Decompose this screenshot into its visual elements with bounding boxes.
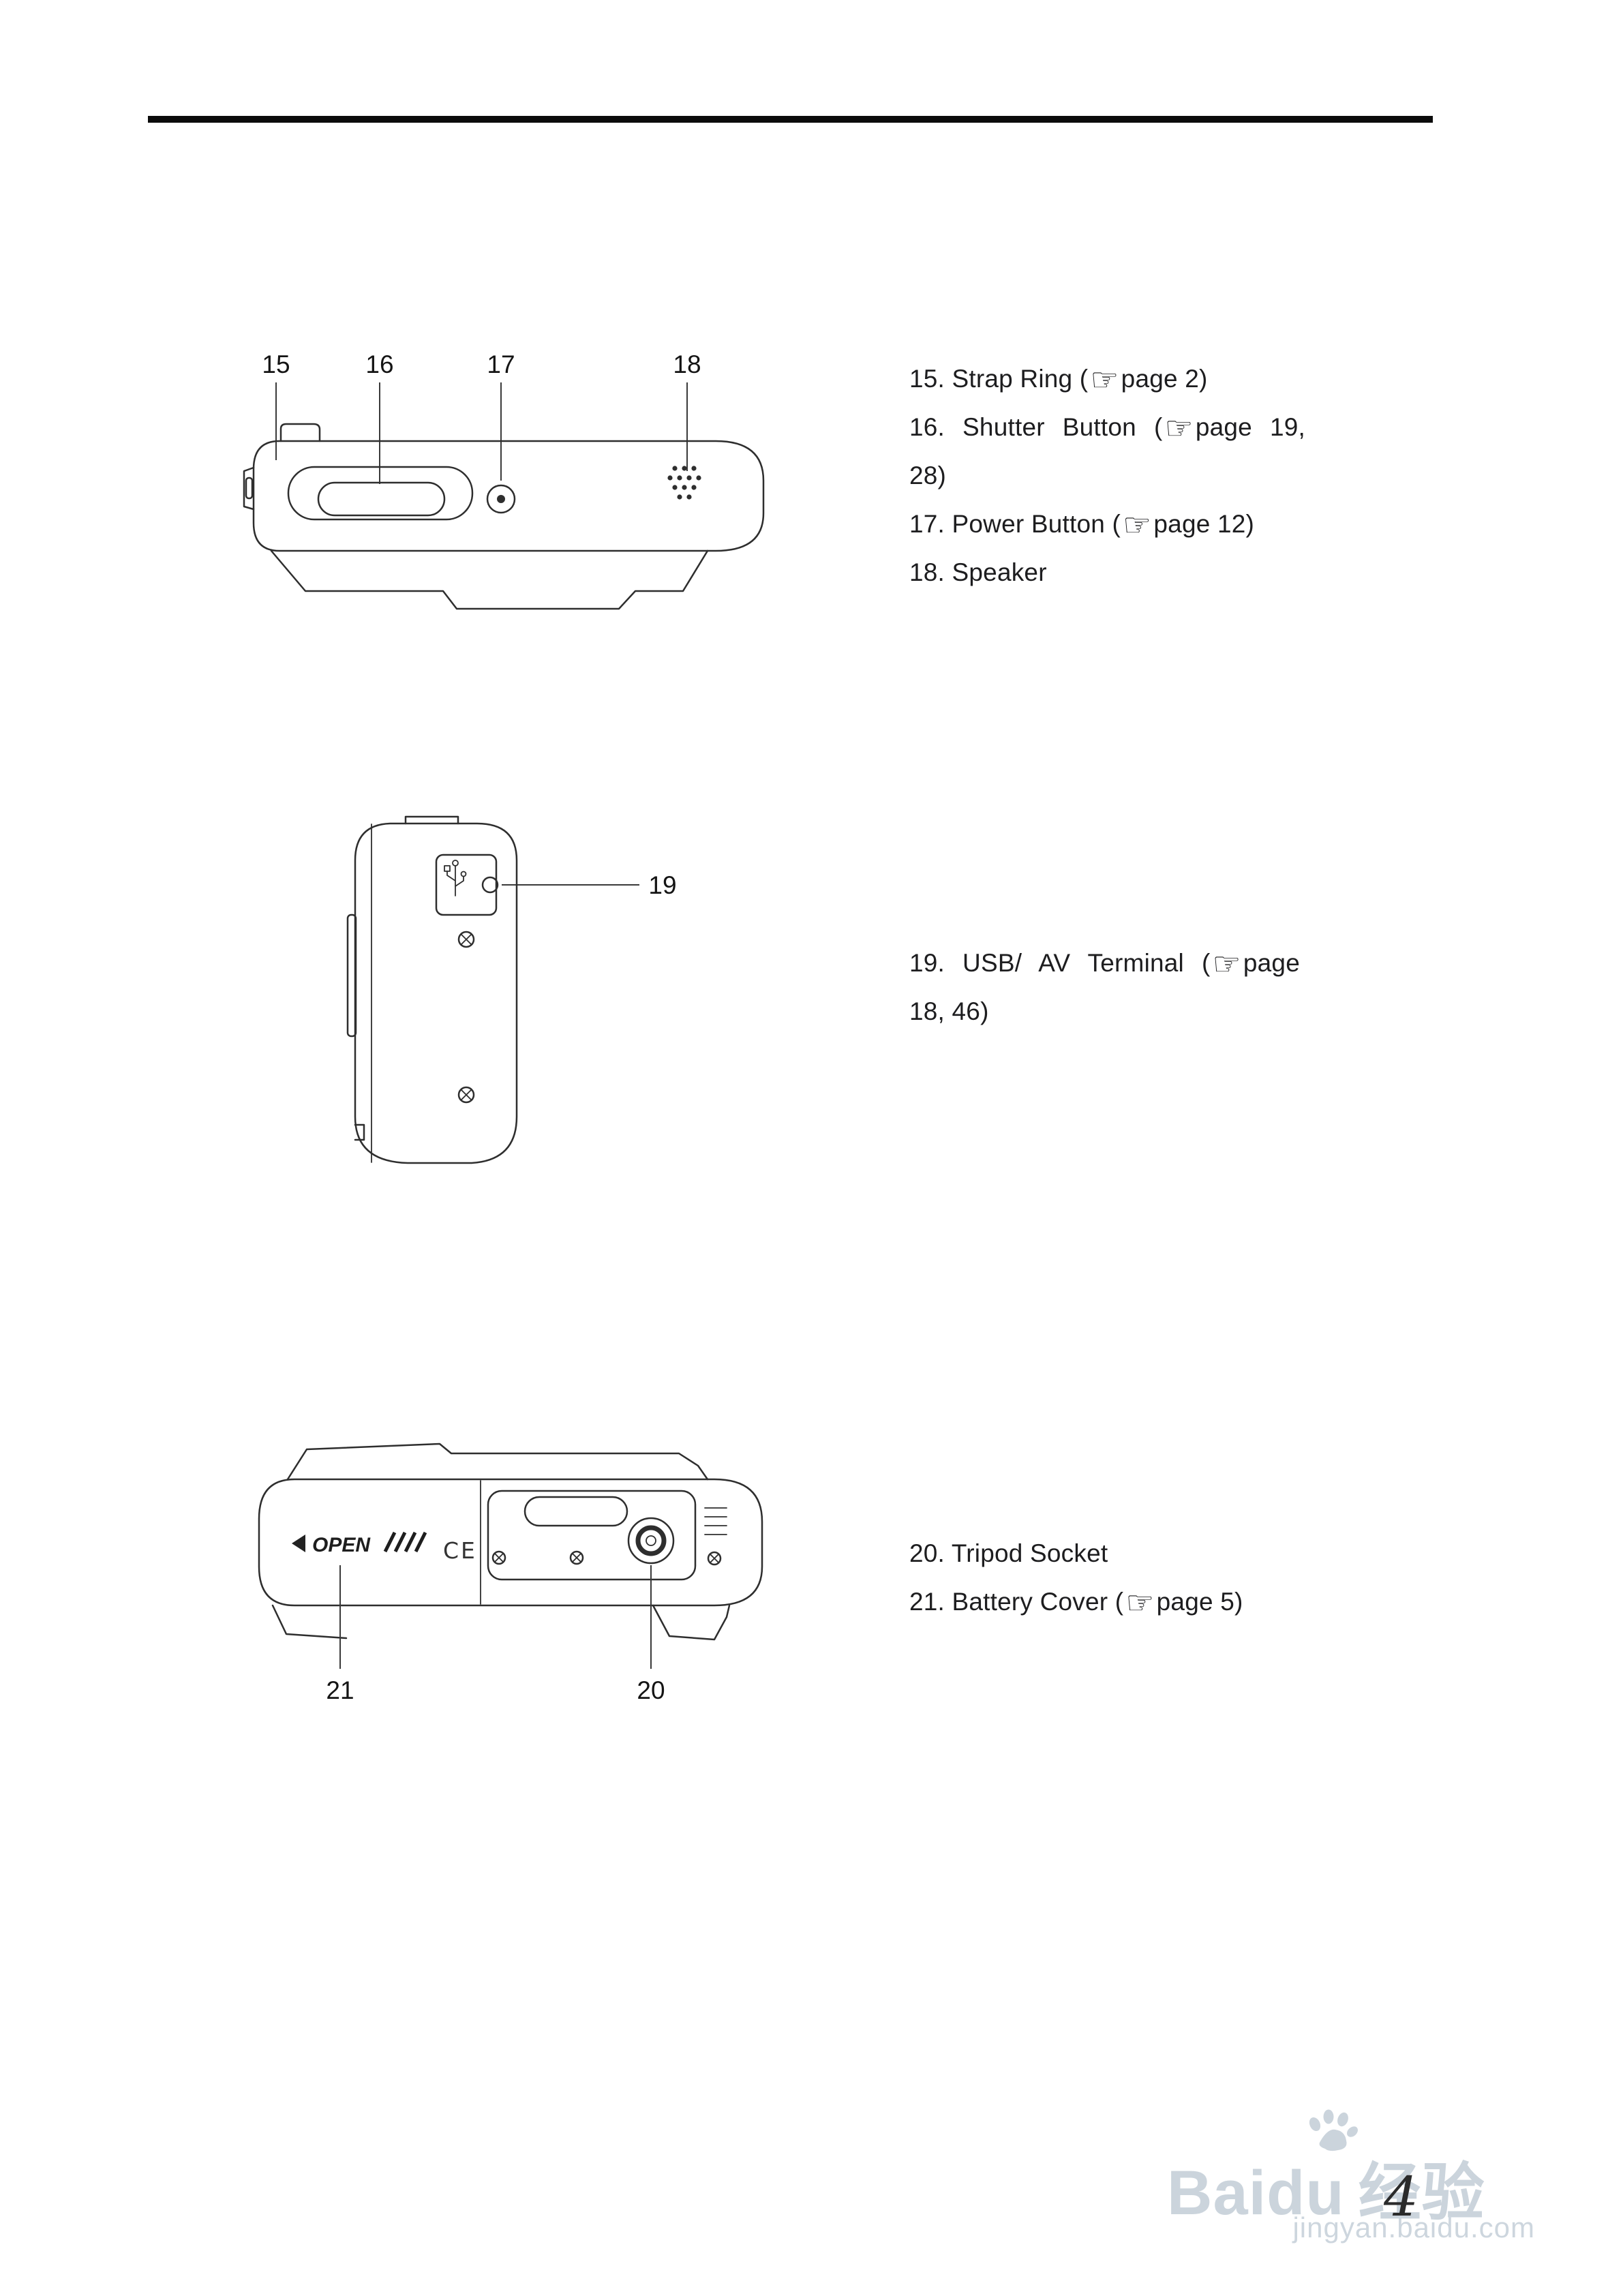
list-item-18: 18. Speaker <box>909 548 1305 596</box>
tripod-plate-shape <box>487 1490 697 1581</box>
item21-text-pre: 21. Battery Cover ( <box>909 1588 1124 1616</box>
list-item-20: 20. Tripod Socket <box>909 1529 1243 1577</box>
list-item-16-cont: 28) <box>909 451 1305 500</box>
camera-side-view-body <box>346 815 518 1164</box>
ce-mark: CE <box>443 1537 477 1564</box>
bottom-hook-shape <box>354 1123 365 1141</box>
tripod-socket-ring <box>635 1525 667 1556</box>
list-item-15: 15. Strap Ring (☞page 2) <box>909 354 1305 403</box>
open-triangle-icon <box>292 1535 305 1552</box>
item16-text-pre: 16. Shutter Button ( <box>909 413 1163 441</box>
shutter-button-shape <box>317 481 446 517</box>
screw-icon-3 <box>707 1551 722 1566</box>
watermark-jingyan-cn-text: 经验 <box>1358 2158 1485 2228</box>
pointing-hand-icon: ☞ <box>1212 946 1241 983</box>
parts-list-top: 15. Strap Ring (☞page 2) 16. Shutter But… <box>909 354 1305 596</box>
item19-text-post: page <box>1243 949 1300 977</box>
usb-door-shape <box>435 854 498 916</box>
grille-lines <box>704 1507 727 1535</box>
paw-icon <box>1309 2109 1358 2151</box>
power-button-shape <box>486 484 516 514</box>
bottom-contour-right <box>652 1604 731 1641</box>
camera-body-top-view <box>243 423 765 610</box>
callout-17: 17 <box>487 350 515 378</box>
item21-text-post: page 5) <box>1156 1588 1243 1616</box>
item15-text-pre: 15. Strap Ring ( <box>909 365 1089 393</box>
open-slashes <box>383 1531 427 1553</box>
callout-18: 18 <box>673 350 701 378</box>
item17-text-post: page 12) <box>1153 510 1255 538</box>
pointing-hand-icon: ☞ <box>1090 361 1119 399</box>
item15-text-post: page 2) <box>1121 365 1208 393</box>
list-item-17: 17. Power Button (☞page 12) <box>909 500 1305 548</box>
list-item-19: 19. USB/ AV Terminal (☞page <box>909 939 1300 987</box>
callout-16: 16 <box>365 350 393 378</box>
bottom-contour-left <box>271 1604 348 1640</box>
item16-text-post: page 19, <box>1195 413 1305 441</box>
camera-top-view-diagram: 15 16 17 18 <box>243 350 765 610</box>
screw-icon-1 <box>491 1550 506 1565</box>
pointing-hand-icon: ☞ <box>1123 507 1152 544</box>
parts-list-bottom: 20. Tripod Socket 21. Battery Cover (☞pa… <box>909 1529 1243 1626</box>
callout-19: 19 <box>648 871 676 899</box>
callout-21: 21 <box>326 1676 354 1704</box>
item18-text: 18. Speaker <box>909 558 1047 586</box>
open-label: OPEN <box>292 1531 427 1556</box>
diagram1-callouts: 15 16 17 18 <box>262 350 701 484</box>
open-text: OPEN <box>312 1534 371 1556</box>
tripod-socket-center <box>646 1535 656 1546</box>
camera-bottom-view-diagram: OPEN CE 21 20 <box>258 1442 763 1704</box>
pointing-hand-icon: ☞ <box>1164 410 1194 447</box>
screw-bottom-icon <box>457 1086 475 1104</box>
page-number: 4 <box>1384 2165 1419 2229</box>
side-bracket-shape <box>346 913 357 1038</box>
strap-ring-slot <box>245 477 254 500</box>
power-button-dot <box>497 495 505 503</box>
top-rule <box>148 116 1433 123</box>
callout-20: 20 <box>637 1676 665 1704</box>
callout-15: 15 <box>262 350 290 378</box>
speaker-holes <box>667 466 701 500</box>
list-item-19-cont: 18, 46) <box>909 987 1300 1036</box>
list-item-21: 21. Battery Cover (☞page 5) <box>909 1577 1243 1626</box>
item19-text-pre: 19. USB/ AV Terminal ( <box>909 949 1211 977</box>
watermark-url: jingyan.baidu.com <box>1292 2211 1535 2244</box>
plate-slot-shape <box>524 1496 628 1527</box>
watermark-baidu-text: Baidu <box>1167 2158 1345 2228</box>
camera-side-view-diagram: 19 <box>346 815 677 1164</box>
top-contour <box>286 1442 709 1481</box>
usb-icon <box>444 860 467 896</box>
item17-text-pre: 17. Power Button ( <box>909 510 1121 538</box>
tripod-socket-outer <box>627 1517 675 1565</box>
item19-text-cont: 18, 46) <box>909 997 989 1025</box>
strap-ring-shape <box>243 466 255 511</box>
camera-bottom-view-body <box>258 1442 763 1641</box>
usb-av-terminal-shape <box>481 876 499 894</box>
lower-deck-contour <box>270 549 709 610</box>
parts-list-side: 19. USB/ AV Terminal (☞page 18, 46) <box>909 939 1300 1036</box>
screw-icon-2 <box>569 1550 584 1565</box>
item16-text-cont: 28) <box>909 462 947 489</box>
list-item-16: 16. Shutter Button (☞page 19, <box>909 403 1305 451</box>
shutter-panel-shape <box>287 466 474 521</box>
item20-text: 20. Tripod Socket <box>909 1539 1108 1567</box>
screw-top-icon <box>457 931 475 948</box>
pointing-hand-icon: ☞ <box>1125 1584 1155 1622</box>
